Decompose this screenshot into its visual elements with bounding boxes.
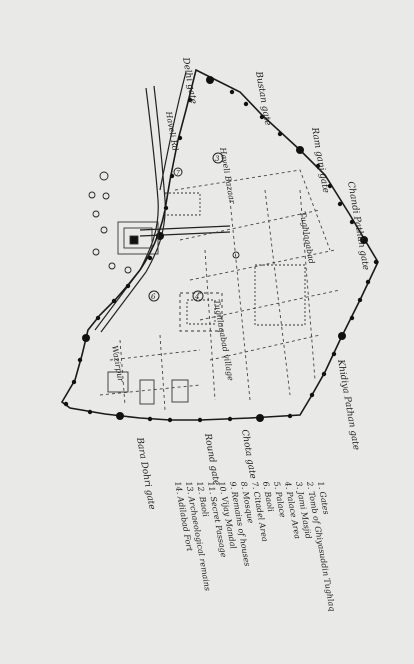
bastion [296, 146, 304, 154]
structures [107, 192, 306, 405]
marker-label: 7 [176, 170, 180, 177]
bastion [256, 414, 264, 422]
bastion [327, 183, 333, 189]
marker-label: 3 [215, 155, 220, 163]
bastion [373, 259, 379, 265]
bastion [177, 135, 183, 141]
bastion [111, 298, 117, 304]
bastion [259, 114, 265, 120]
outer-circles [88, 171, 240, 274]
bastion [116, 412, 124, 420]
bastion [71, 379, 77, 385]
bastion [337, 201, 343, 207]
bastion [187, 97, 193, 103]
bastions [63, 76, 379, 423]
bastion [147, 416, 153, 422]
bastion [87, 409, 93, 415]
bastion [349, 219, 355, 225]
bastion [357, 297, 363, 303]
bastion [365, 279, 371, 285]
streets [99, 169, 341, 411]
bastion [82, 334, 90, 342]
bastion [321, 371, 327, 377]
bastion [169, 173, 175, 179]
bastion [315, 163, 321, 169]
marker-label: 6 [151, 293, 156, 301]
bastion [331, 351, 337, 357]
bastion [277, 131, 283, 137]
bastion [229, 89, 235, 95]
bastion [156, 232, 164, 240]
bastion [287, 413, 293, 419]
bastion [227, 416, 233, 422]
markers: 3 4 6 7 [148, 152, 224, 302]
bastion [147, 255, 153, 261]
bastion [206, 76, 214, 84]
bastion [197, 417, 203, 423]
bastion [167, 417, 173, 423]
fort-wall [60, 68, 379, 421]
bastion [77, 357, 83, 363]
bastion [95, 315, 101, 321]
bastion [309, 392, 315, 398]
marker-label: 4 [194, 293, 199, 301]
bastion [63, 401, 69, 407]
bastion [349, 315, 355, 321]
bastion [243, 101, 249, 107]
bastion [338, 332, 346, 340]
bastion [163, 205, 169, 211]
bastion [125, 283, 131, 289]
bastion [360, 236, 368, 244]
